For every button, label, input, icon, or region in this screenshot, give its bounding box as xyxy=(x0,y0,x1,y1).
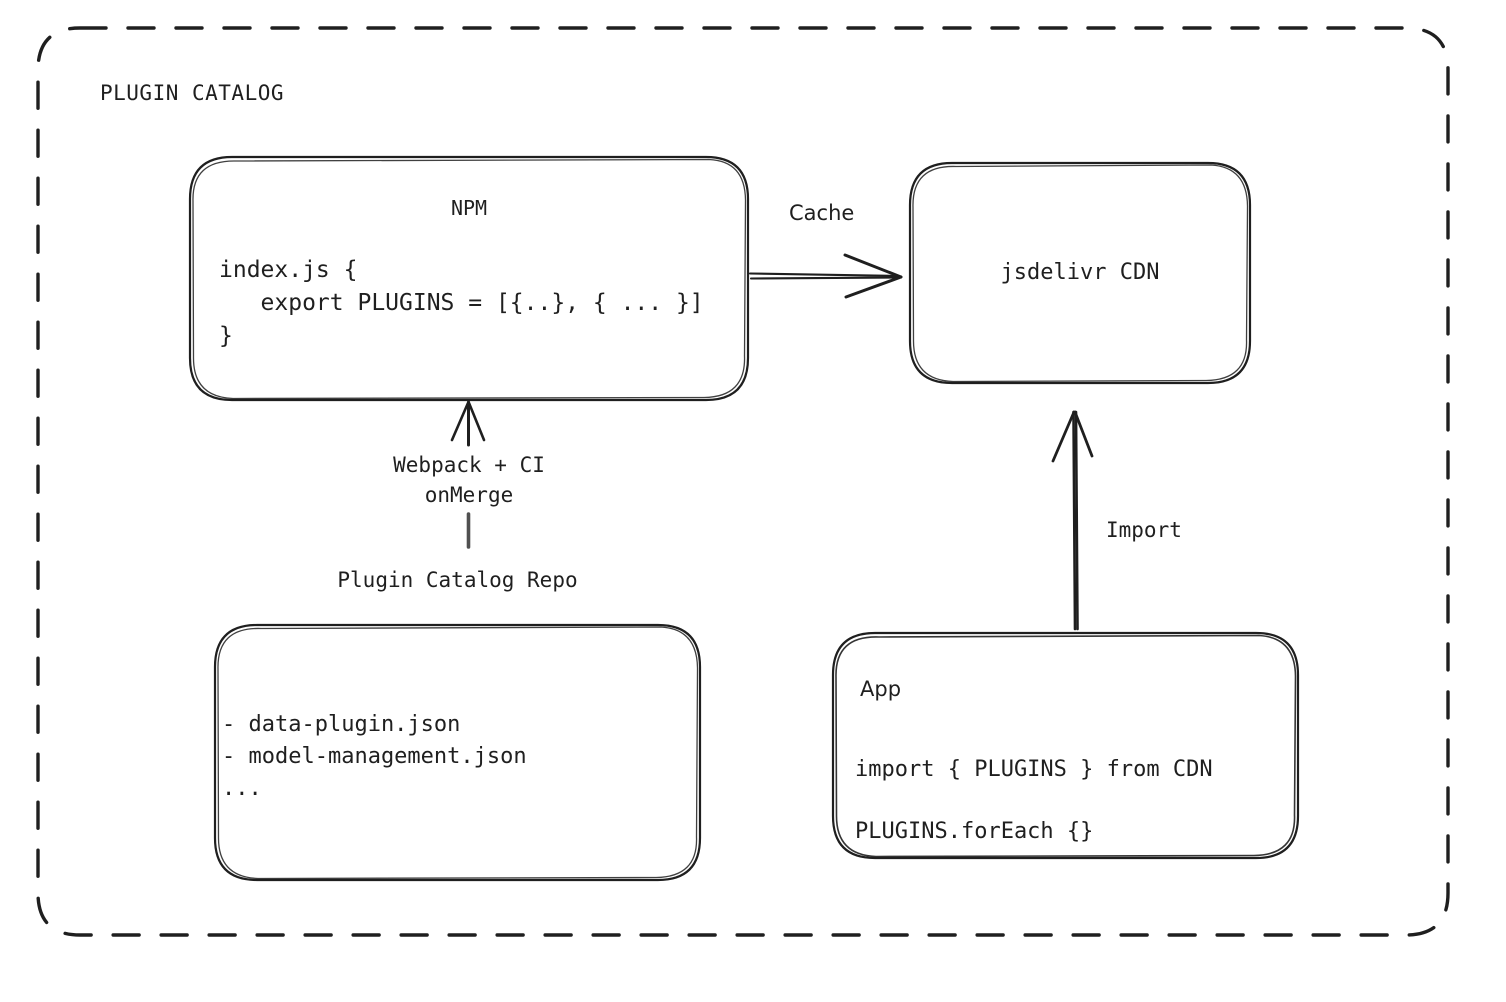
app-code-line-1: import { PLUGINS } from CDN xyxy=(855,757,1213,782)
region-title: PLUGIN CATALOG xyxy=(100,81,285,105)
cache-arrow xyxy=(748,253,903,299)
cache-edge-label: Cache xyxy=(789,201,855,225)
build-edge-label: Webpack + CI onMerge xyxy=(330,450,608,510)
repo-file-item-2: - model-management.json xyxy=(222,744,527,769)
repo-node-file-list: - data-plugin.json - model-management.jso… xyxy=(222,709,527,805)
npm-code-line-1: index.js { xyxy=(219,257,358,283)
app-node-title: App xyxy=(860,677,902,701)
build-edge-label-line-2: onMerge xyxy=(424,483,514,507)
repo-file-item-1: - data-plugin.json xyxy=(222,712,461,737)
import-arrow xyxy=(1051,410,1094,631)
build-edge-label-line-1: Webpack + CI xyxy=(393,453,545,477)
app-node-code: import { PLUGINS } from CDN PLUGINS.forEa… xyxy=(855,739,1213,863)
app-code-line-2: PLUGINS.forEach {} xyxy=(855,819,1094,844)
repo-node-caption: Plugin Catalog Repo xyxy=(337,568,578,592)
cdn-node-title: jsdelivr CDN xyxy=(1000,260,1160,285)
npm-code-line-3: } xyxy=(219,323,233,349)
import-edge-label: Import xyxy=(1106,518,1182,542)
repo-file-item-3: ... xyxy=(222,776,262,801)
npm-node-title: NPM xyxy=(450,196,488,220)
npm-code-line-2: export PLUGINS = [{..}, { ... }] xyxy=(219,290,704,316)
npm-node-code: index.js { export PLUGINS = [{..}, { ...… xyxy=(219,254,704,353)
